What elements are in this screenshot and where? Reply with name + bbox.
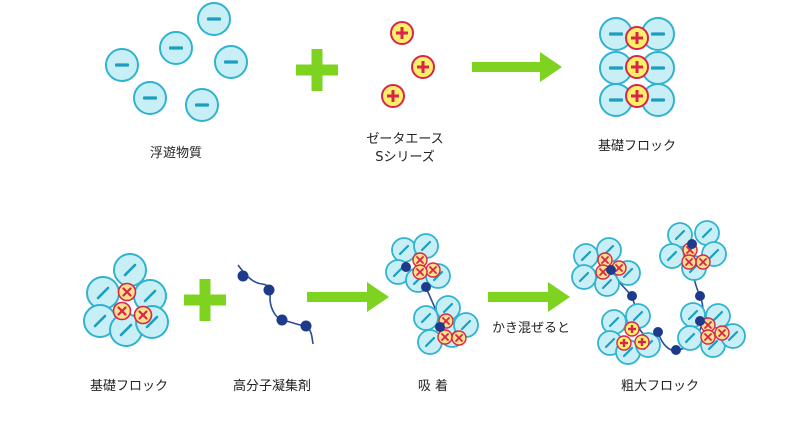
label-zeta-ace-line1: ゼータエース <box>366 132 443 147</box>
chain-icon <box>671 345 681 355</box>
base-floc-top-group <box>599 17 675 117</box>
label-polymer-flocculant: 高分子凝集剤 <box>233 378 311 394</box>
neutral-particle <box>85 275 121 311</box>
plus-circle-icon <box>381 84 405 108</box>
chain-icon <box>263 284 275 296</box>
chain-icon <box>276 314 288 326</box>
x-circle-icon <box>714 325 730 341</box>
adsorption-group <box>384 232 480 356</box>
neutral-particle <box>412 304 440 332</box>
chain-icon <box>421 282 431 292</box>
x-circle-icon <box>681 254 697 270</box>
chain-icon <box>606 265 616 275</box>
x-circle-icon <box>117 282 137 302</box>
minus-circle-icon <box>133 81 167 115</box>
minus-circle-icon <box>185 88 219 122</box>
minus-circle-icon <box>214 45 248 79</box>
x-circle-icon <box>133 305 153 325</box>
plus-circle-icon <box>411 55 435 79</box>
green-arrow-icon <box>307 282 389 312</box>
label-suspended-solids: 浮遊物質 <box>150 146 202 161</box>
plus-circle-icon <box>616 335 632 351</box>
minus-circle-icon <box>159 31 193 65</box>
chain-icon <box>237 270 249 282</box>
x-circle-icon <box>412 264 428 280</box>
plus-circle-icon <box>625 84 649 108</box>
plus-circle-icon <box>624 321 640 337</box>
coarse-floc-group <box>570 219 747 366</box>
plus-circle-icon <box>634 334 650 350</box>
chain-icon <box>695 316 705 326</box>
neutral-particle <box>658 242 686 270</box>
plus-circle-icon <box>390 21 414 45</box>
plus-circle-icon <box>625 26 649 50</box>
minus-circle-icon <box>105 48 139 82</box>
plus-circle-icon <box>625 55 649 79</box>
chain-icon <box>401 262 411 272</box>
green-arrow-icon <box>488 282 570 312</box>
chain-icon <box>653 327 663 337</box>
chain-icon <box>435 322 445 332</box>
x-circle-icon <box>425 262 441 278</box>
label-coarse-floc: 粗大フロック <box>621 379 699 394</box>
chain-icon <box>300 320 312 332</box>
label-mixing: かき混ぜると <box>492 321 570 336</box>
green-plus-icon <box>184 279 226 321</box>
neutral-particle <box>570 263 598 291</box>
suspended-solids-group <box>105 2 248 122</box>
neutral-particle <box>112 252 148 288</box>
minus-circle-icon <box>197 2 231 36</box>
label-adsorption: 吸 着 <box>418 378 448 394</box>
label-base-floc-top: 基礎フロック <box>598 139 676 154</box>
zeta-ace-group <box>381 21 435 108</box>
x-circle-icon <box>695 254 711 270</box>
label-base-floc-bottom: 基礎フロック <box>90 379 168 394</box>
x-circle-icon <box>451 330 467 346</box>
x-circle-icon <box>437 329 453 345</box>
chain-icon <box>695 291 705 301</box>
neutral-particle <box>600 308 628 336</box>
base-floc-bottom-group <box>82 252 170 348</box>
green-plus-icon <box>296 49 338 91</box>
polymer-flocculant-group <box>237 264 314 345</box>
neutral-particle <box>390 236 418 264</box>
x-circle-icon <box>700 329 716 345</box>
green-arrow-icon <box>472 52 562 82</box>
neutral-particle <box>676 324 704 352</box>
chain-icon <box>687 239 697 249</box>
x-circle-icon <box>112 301 132 321</box>
chain-icon <box>627 291 637 301</box>
label-zeta-ace-line2: Sシリーズ <box>375 149 435 165</box>
